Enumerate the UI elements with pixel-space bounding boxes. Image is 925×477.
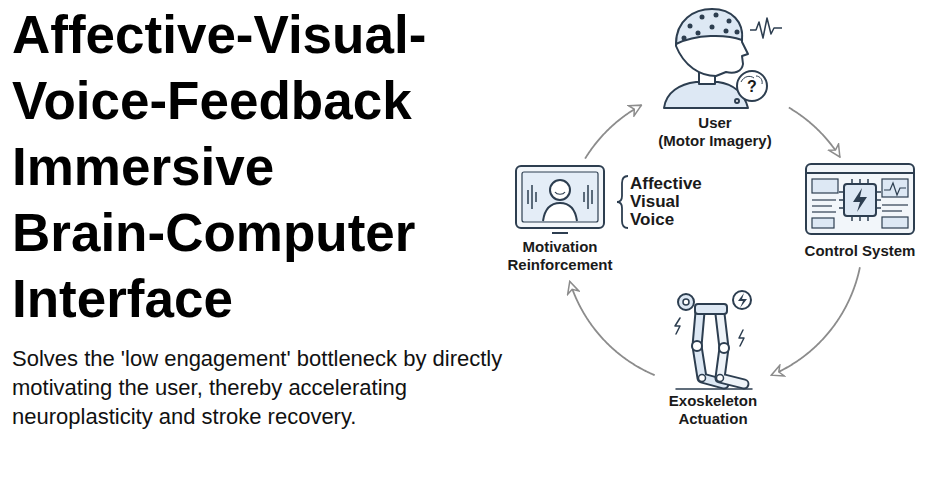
bracket <box>617 176 628 228</box>
node-label: Control System <box>805 242 916 260</box>
thought-symbol: ? <box>747 78 757 95</box>
brainwave <box>750 18 782 38</box>
process-node: Control System <box>800 160 921 264</box>
head-profile <box>676 10 748 76</box>
thought-brain <box>737 71 767 101</box>
chip-pins <box>839 179 881 221</box>
caption: Solves the 'low engagement' bottleneck b… <box>12 344 517 431</box>
voice-waves <box>528 185 592 209</box>
user-icon <box>664 9 782 108</box>
node-label: User <box>698 114 731 132</box>
node-label: Motivation Reinforcement <box>502 238 618 274</box>
exoskeleton-icon <box>675 291 752 389</box>
bolt <box>853 188 867 212</box>
cycle-arrow <box>771 267 860 375</box>
process-node: Motivation Reinforcement <box>497 162 623 278</box>
node-label: Exoskeleton Actuation <box>663 392 763 428</box>
node-label: (Motor Imagery) <box>658 132 771 150</box>
cycle-arrow <box>570 281 655 375</box>
cycle-arrow <box>789 108 840 157</box>
thought-dot <box>735 99 739 103</box>
shoulders <box>664 82 748 108</box>
process-node: Exoskeleton Actuation <box>658 282 768 432</box>
cycle-arrow <box>585 105 641 158</box>
title: Affective-Visual-Voice-Feedback Immersiv… <box>12 2 434 332</box>
control-icon <box>806 164 914 234</box>
chip <box>844 184 876 216</box>
feedback-label: Affective Visual Voice <box>630 175 710 229</box>
process-node: User(Motor Imagery) <box>645 2 785 154</box>
eeg-cap <box>676 9 742 44</box>
eeg-electrodes <box>682 13 740 41</box>
monitor-icon <box>516 166 604 233</box>
